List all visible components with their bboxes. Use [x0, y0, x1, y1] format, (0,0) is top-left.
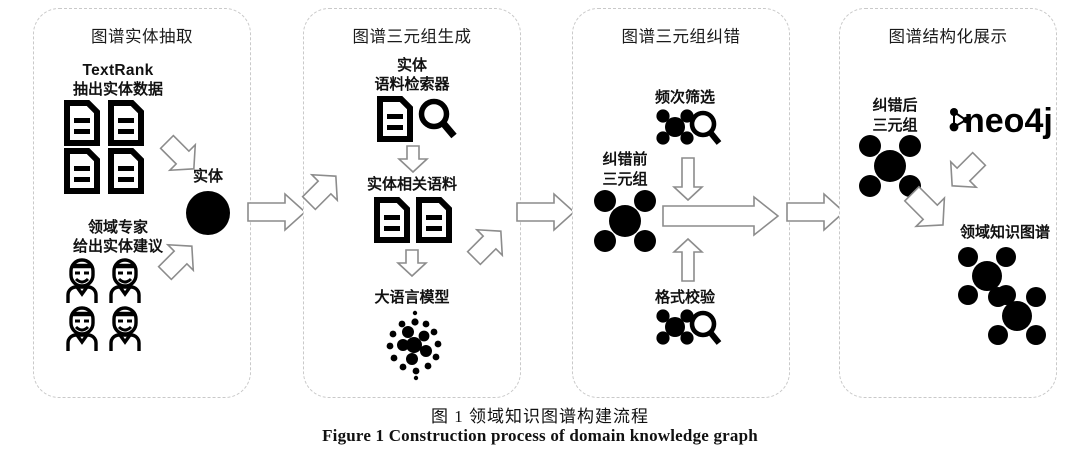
- freq-filter-label: 频次筛选: [654, 89, 715, 106]
- arrow-correction-flow: [662, 195, 780, 237]
- panel-title: 图谱结构化展示: [888, 27, 1008, 46]
- triple-node-icon: [592, 188, 658, 254]
- llm-icon: [381, 310, 451, 381]
- expert-icon: [64, 257, 100, 304]
- before-correction-sub-label: 三元组: [602, 171, 648, 188]
- corpus-label: 实体相关语料: [366, 176, 457, 193]
- after-correction-sub-label: 三元组: [872, 117, 918, 134]
- triple-search-icon: [655, 308, 722, 348]
- knowledge-graph-icon: [955, 243, 1051, 353]
- textrank-sub-label: 抽出实体数据: [72, 81, 163, 98]
- arrow-entity-into-panel2: [290, 160, 352, 222]
- after-correction-label: 纠错后: [872, 97, 918, 114]
- kg-label: 领域知识图谱: [959, 224, 1050, 241]
- triple-search-icon: [655, 108, 722, 148]
- panel-graph-display: 图谱结构化展示: [839, 8, 1057, 398]
- panel-title: 图谱三元组纠错: [621, 27, 741, 46]
- panel-title: 图谱实体抽取: [91, 27, 193, 46]
- arrow-panel2-to-panel3: [516, 192, 576, 232]
- arrow-format-check-up: [671, 237, 705, 282]
- arrow-panel1-to-panel2: [247, 192, 307, 232]
- neo4j-wordmark: neo4j: [964, 102, 1053, 140]
- arrow-llm-to-triples: [455, 215, 517, 277]
- arrow-retriever-to-corpus: [396, 145, 430, 174]
- search-icon: [417, 96, 457, 142]
- textrank-label: TextRank: [82, 62, 154, 79]
- arrow-neo4j-to-kg: [936, 140, 998, 202]
- document-icon: [108, 100, 144, 146]
- triple-node-icon: [857, 133, 923, 199]
- entity-label: 实体: [192, 168, 223, 185]
- document-icon: [416, 197, 452, 243]
- retriever-sub-label: 语料检索器: [374, 76, 450, 93]
- arrow-corpus-to-llm: [395, 249, 429, 278]
- format-check-label: 格式校验: [654, 289, 715, 306]
- llm-label: 大语言模型: [374, 289, 450, 306]
- retriever-label: 实体: [396, 57, 427, 74]
- arrow-docs-to-entity: [148, 123, 210, 185]
- neo4j-logo-icon: neo4j: [948, 94, 1053, 140]
- arrow-experts-to-entity: [146, 230, 208, 292]
- figure-caption-en: Figure 1 Construction process of domain …: [322, 426, 758, 445]
- expert-sub-label: 给出实体建议: [72, 238, 163, 255]
- arrow-triples-to-kg: [890, 172, 962, 244]
- document-icon: [377, 96, 413, 142]
- expert-label: 领域专家: [87, 219, 148, 236]
- panel-title: 图谱三元组生成: [352, 27, 472, 46]
- document-icon: [64, 148, 100, 194]
- expert-icon: [64, 305, 100, 352]
- document-icon: [64, 100, 100, 146]
- document-icon: [108, 148, 144, 194]
- document-icon: [374, 197, 410, 243]
- figure-caption-cn: 图 1 领域知识图谱构建流程: [431, 407, 649, 426]
- expert-icon: [107, 305, 143, 352]
- expert-icon: [107, 257, 143, 304]
- before-correction-label: 纠错前: [602, 151, 648, 168]
- arrow-freq-filter-down: [671, 157, 705, 202]
- arrow-panel3-to-panel4: [786, 192, 846, 232]
- entity-node-icon: [186, 191, 230, 235]
